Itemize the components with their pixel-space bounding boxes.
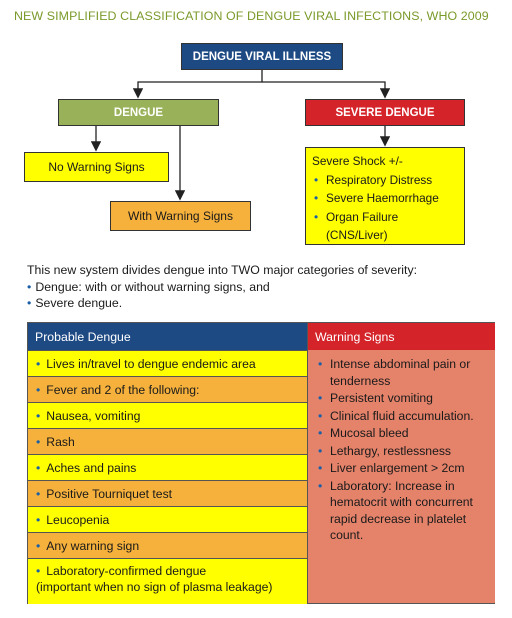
- node-severe-criteria: Severe Shock +/- •Respiratory Distress •…: [305, 147, 465, 245]
- probable-dengue-header: Probable Dengue: [28, 323, 307, 350]
- bullet-icon: •: [318, 426, 323, 440]
- bullet-icon: •: [36, 434, 41, 449]
- table-row: •Fever and 2 of the following:: [28, 376, 307, 402]
- bullet-icon: •: [318, 357, 323, 371]
- severe-criteria-sub: (CNS/Liver): [326, 228, 388, 242]
- connector-root: [132, 70, 263, 99]
- bullet-icon: •: [318, 408, 323, 423]
- node-severe-dengue: SEVERE DENGUE: [305, 99, 465, 126]
- severe-criteria-item: •Organ Failure: [312, 208, 458, 227]
- table-row-note: (important when no sign of plasma leakag…: [36, 580, 273, 594]
- severe-criteria-item: •Respiratory Distress: [312, 171, 458, 190]
- bullet-icon: •: [318, 461, 323, 475]
- node-no-warning-signs: No Warning Signs: [24, 152, 169, 182]
- severe-criteria-heading: Severe Shock +/-: [312, 154, 403, 168]
- intro-bullet: •Severe dengue.: [27, 296, 123, 310]
- table-row: •Positive Tourniquet test: [28, 480, 307, 506]
- bullet-icon: •: [36, 460, 41, 475]
- table-row: •Aches and pains: [28, 454, 307, 480]
- bullet-icon: •: [36, 512, 41, 527]
- warning-sign-item: •Intense abdominal pain or tenderness: [318, 357, 471, 388]
- intro-line: This new system divides dengue into TWO …: [27, 263, 418, 277]
- node-dengue: DENGUE: [58, 99, 219, 126]
- node-with-warning-signs: With Warning Signs: [110, 201, 251, 231]
- bullet-icon: •: [27, 279, 32, 294]
- bullet-icon: •: [36, 408, 41, 423]
- criteria-table: Probable Dengue •Lives in/travel to deng…: [27, 322, 495, 604]
- bullet-icon: •: [36, 382, 41, 397]
- table-row: •Rash: [28, 428, 307, 454]
- bullet-icon: •: [36, 356, 41, 371]
- bullet-icon: •: [314, 209, 319, 224]
- warning-sign-item: •Mucosal bleed: [318, 426, 409, 440]
- table-row: •Any warning sign: [28, 532, 307, 558]
- warning-signs-header: Warning Signs: [308, 323, 495, 350]
- table-row: •Laboratory-confirmed dengue (important …: [28, 558, 307, 604]
- warning-sign-item: •Laboratory: Increase in hematocrit with…: [318, 478, 473, 543]
- bullet-icon: •: [314, 191, 319, 205]
- table-row: •Lives in/travel to dengue endemic area: [28, 350, 307, 376]
- bullet-icon: •: [318, 443, 323, 458]
- bullet-icon: •: [27, 296, 32, 310]
- table-row: •Nausea, vomiting: [28, 402, 307, 428]
- warning-sign-item: •Clinical fluid accumulation.: [318, 408, 474, 423]
- intro-bullet: •Dengue: with or without warning signs, …: [27, 279, 270, 294]
- probable-dengue-column: Probable Dengue •Lives in/travel to deng…: [28, 323, 307, 604]
- warning-sign-item: •Liver enlargement > 2cm: [318, 461, 465, 475]
- page-title: NEW SIMPLIFIED CLASSIFICATION OF DENGUE …: [14, 9, 489, 23]
- bullet-icon: •: [36, 538, 41, 553]
- connector-root-severe: [262, 81, 391, 99]
- bullet-icon: •: [314, 172, 319, 187]
- bullet-icon: •: [36, 564, 41, 578]
- warning-sign-item: •Persistent vomiting: [318, 391, 433, 405]
- bullet-icon: •: [318, 478, 323, 493]
- bullet-icon: •: [318, 391, 323, 405]
- intro-text: This new system divides dengue into TWO …: [27, 262, 417, 312]
- warning-sign-item: •Lethargy, restlessness: [318, 443, 452, 458]
- table-row: •Leucopenia: [28, 506, 307, 532]
- warning-signs-column: Warning Signs •Intense abdominal pain or…: [307, 323, 495, 603]
- node-dengue-viral-illness: DENGUE VIRAL ILLNESS: [181, 43, 343, 70]
- bullet-icon: •: [36, 486, 41, 501]
- severe-criteria-item: •Severe Haemorrhage: [312, 189, 458, 208]
